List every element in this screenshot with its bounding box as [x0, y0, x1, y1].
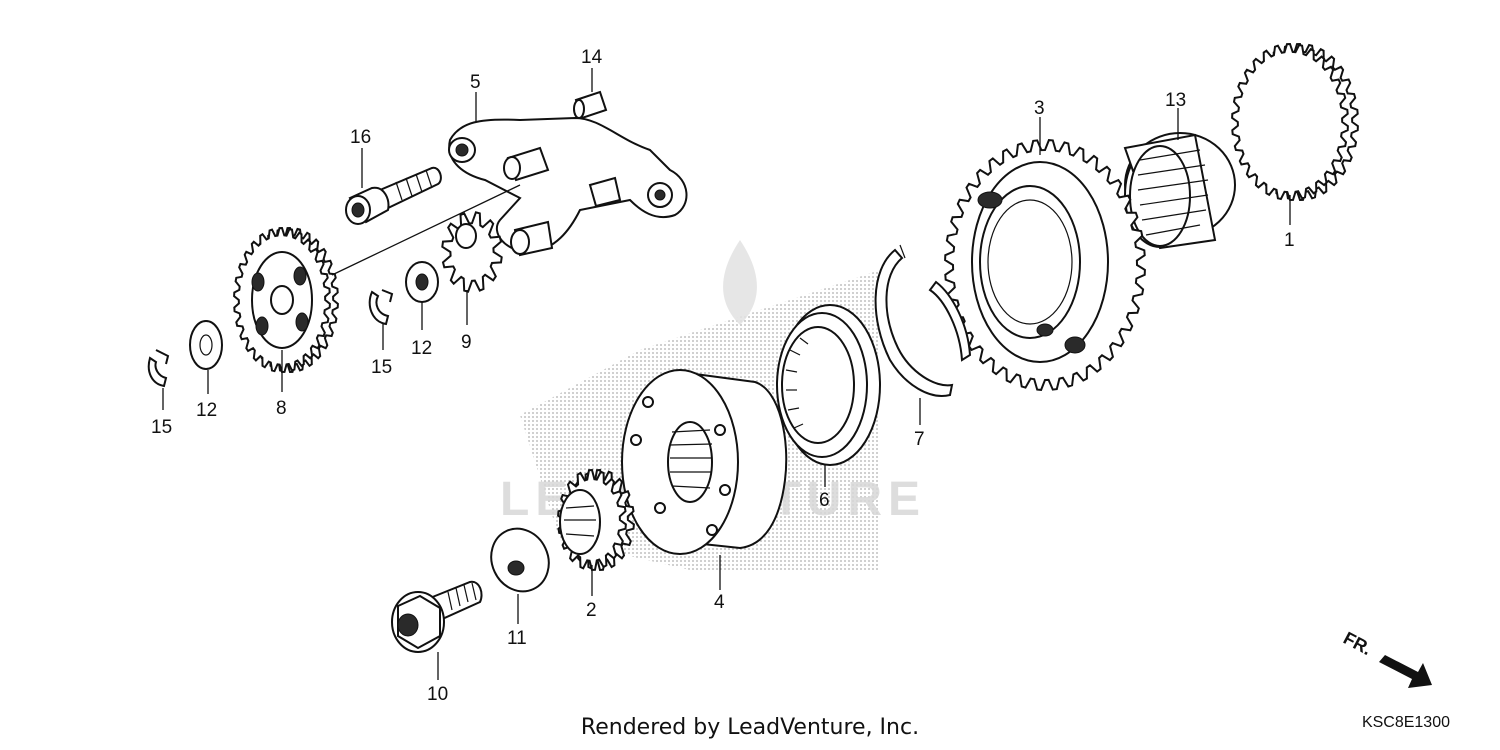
callout-4: 4: [714, 592, 725, 613]
leader-lines: [162, 68, 1291, 680]
part-5-idler-arm[interactable]: [448, 116, 688, 257]
part-8-idler-gear[interactable]: [233, 226, 339, 374]
part-2-small-gear[interactable]: [557, 468, 635, 572]
part-14-dowel-pin[interactable]: [573, 90, 608, 120]
callout-8: 8: [276, 398, 287, 419]
callout-14: 14: [581, 47, 603, 68]
part-15-circlip-left[interactable]: [147, 349, 170, 388]
part-12-washer-right[interactable]: [405, 261, 439, 303]
callout-10: 10: [427, 684, 448, 705]
part-15-circlip-right[interactable]: [368, 289, 394, 326]
part-3-large-gear[interactable]: [944, 139, 1146, 391]
callout-12-right: 12: [411, 338, 432, 359]
part-6-one-way-clutch[interactable]: [776, 304, 881, 466]
callouts: 1 13 3 5 14 16 9 12 15 8 12 15 7 6 4 2 1…: [151, 47, 1295, 705]
callout-16: 16: [350, 127, 371, 148]
part-1-gear[interactable]: [1231, 42, 1359, 202]
part-13-needle-bearing[interactable]: [1123, 132, 1236, 250]
callout-6: 6: [819, 490, 830, 511]
part-9-small-sprocket[interactable]: [441, 211, 503, 293]
part-16-socket-bolt[interactable]: [345, 166, 442, 225]
part-10-flange-bolt[interactable]: [391, 580, 483, 653]
diagram-code: KSC8E1300: [1361, 714, 1450, 731]
part-11-washer[interactable]: [481, 519, 559, 601]
render-credit: Rendered by LeadVenture, Inc.: [580, 715, 920, 740]
front-direction-arrow: FR.: [1340, 628, 1432, 688]
callout-15-right: 15: [371, 357, 392, 378]
shaft-axis-line: [331, 184, 521, 276]
callout-3: 3: [1034, 98, 1045, 119]
callout-5: 5: [470, 72, 481, 93]
part-12-washer-left[interactable]: [189, 320, 223, 370]
callout-12-left: 12: [196, 400, 217, 421]
callout-11: 11: [507, 628, 527, 649]
callout-13: 13: [1165, 90, 1186, 111]
callout-1: 1: [1284, 230, 1295, 251]
callout-15-left: 15: [151, 417, 172, 438]
fr-label: FR.: [1340, 628, 1375, 659]
callout-7: 7: [914, 429, 925, 450]
part-7-retaining-ring[interactable]: [874, 244, 972, 397]
callout-9: 9: [461, 332, 472, 353]
part-4-clutch-outer[interactable]: [621, 369, 788, 555]
callout-2: 2: [586, 600, 597, 621]
